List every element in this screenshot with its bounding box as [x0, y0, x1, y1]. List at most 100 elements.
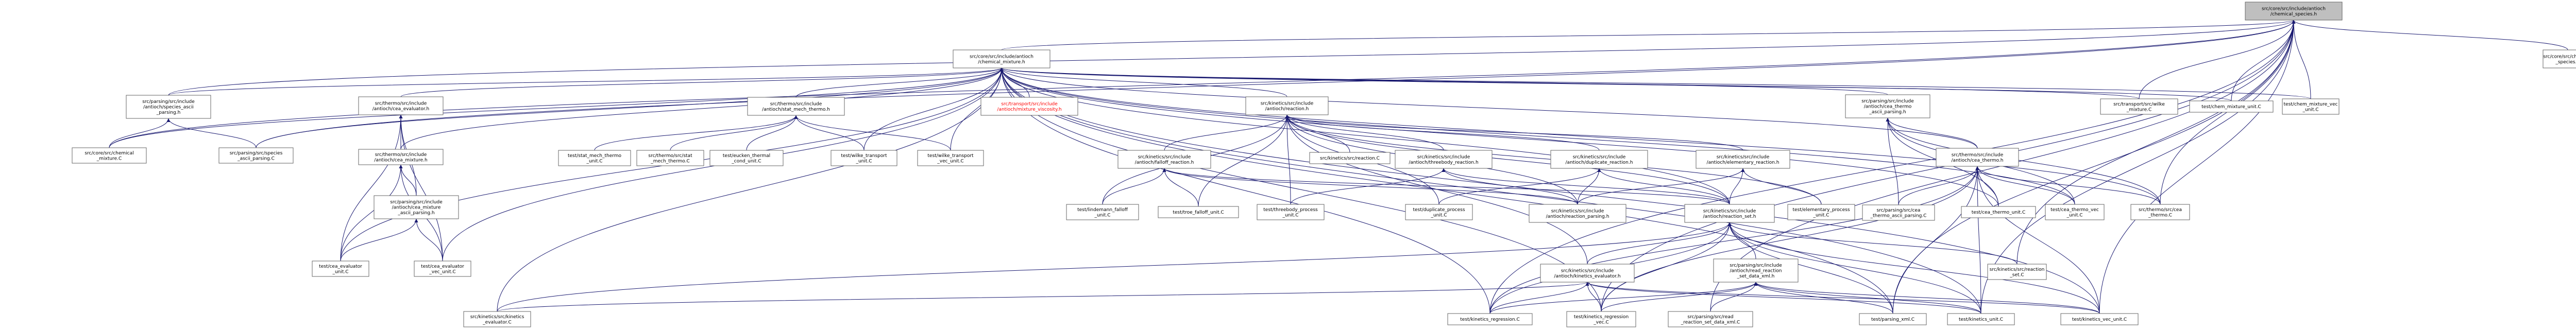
node-box[interactable]	[1859, 313, 1927, 325]
node-ker[interactable]: src/kinetics/src/include/antioch/element…	[1696, 150, 1790, 169]
node-prrx[interactable]: src/parsing/src/read_reaction_set_data_x…	[1668, 311, 1753, 327]
node-tctc[interactable]: src/thermo/src/cea_thermo.C	[2130, 204, 2190, 220]
node-twm[interactable]: src/transport/src/wilke_mixture.C	[2100, 98, 2178, 115]
node-box[interactable]	[1117, 150, 1211, 169]
node-twtv[interactable]: test/wilke_transport_vec_unit.C	[917, 150, 984, 166]
node-box[interactable]	[2189, 100, 2274, 113]
node-box[interactable]	[2100, 98, 2178, 115]
node-kr[interactable]: src/kinetics/src/include/antioch/reactio…	[1245, 96, 1329, 115]
node-box[interactable]	[1696, 150, 1790, 169]
node-box[interactable]	[1936, 148, 2019, 167]
node-tsmu[interactable]: test/stat_mech_thermo_unit.C	[558, 150, 631, 166]
node-tctv[interactable]: test/cea_thermo_vec_unit.C	[2045, 204, 2105, 220]
node-box[interactable]	[126, 95, 211, 119]
node-box[interactable]	[1987, 264, 2047, 280]
node-box[interactable]	[463, 311, 531, 327]
node-ktu[interactable]: test/troe_falloff_unit.C	[1158, 206, 1239, 218]
node-ke[interactable]: src/kinetics/src/include/antioch/kinetic…	[1540, 264, 1635, 283]
node-kske[interactable]: src/kinetics/src/kinetics_evaluator.C	[463, 311, 531, 327]
node-tcmu[interactable]: test/chem_mixture_unit.C	[2189, 100, 2274, 113]
node-box[interactable]	[1550, 150, 1648, 169]
node-box[interactable]	[1787, 204, 1855, 220]
node-tce[interactable]: src/thermo/src/include/antioch/cea_evalu…	[358, 96, 444, 115]
node-klu[interactable]: test/lindemann_falloff_unit.C	[1066, 204, 1139, 220]
node-box[interactable]	[1668, 311, 1753, 327]
node-cm[interactable]: src/core/src/include/antioch/chemical_mi…	[953, 49, 1050, 68]
node-ccs[interactable]: src/core/src/chemical_species.C	[2543, 49, 2576, 68]
node-tku[interactable]: test/kinetics_unit.C	[1947, 313, 2015, 325]
node-box[interactable]	[747, 97, 845, 116]
node-box[interactable]	[2130, 204, 2190, 220]
node-box[interactable]	[1405, 204, 1473, 220]
node-tkr[interactable]: test/kinetics_regression.C	[1447, 313, 1533, 325]
node-box[interactable]	[1309, 152, 1391, 164]
node-tkrv[interactable]: test/kinetics_regression_vec.C	[1566, 311, 1636, 327]
node-box[interactable]	[1947, 313, 2015, 325]
node-tthp[interactable]: test/threebody_process_unit.C	[1257, 204, 1325, 220]
node-box[interactable]	[1447, 313, 1533, 325]
node-tct[interactable]: src/thermo/src/include/antioch/cea_therm…	[1936, 148, 2019, 167]
node-krp[interactable]: src/kinetics/src/include/antioch/reactio…	[1529, 204, 1626, 223]
node-box[interactable]	[917, 150, 984, 166]
node-box[interactable]	[1845, 94, 1930, 118]
node-box[interactable]	[358, 149, 444, 165]
node-box[interactable]	[1566, 311, 1636, 327]
node-box[interactable]	[1158, 206, 1239, 218]
node-tcev[interactable]: test/cea_evaluator_vec_unit.C	[414, 260, 471, 277]
node-tep[interactable]: test/elementary_process_unit.C	[1787, 204, 1855, 220]
node-box[interactable]	[218, 147, 294, 164]
node-teu[interactable]: test/eucken_thermal_cond_unit.C	[709, 150, 784, 166]
node-tctu[interactable]: test/cea_thermo_unit.C	[1961, 206, 2036, 218]
node-ccm[interactable]: src/core/src/chemical_mixture.C	[72, 147, 147, 164]
node-box[interactable]	[636, 150, 704, 166]
node-box[interactable]	[2543, 49, 2576, 68]
node-box[interactable]	[1862, 204, 1935, 221]
node-pcea[interactable]: src/parsing/src/include/antioch/cea_ther…	[1845, 94, 1930, 118]
node-box[interactable]	[414, 260, 471, 277]
node-tkvu[interactable]: test/kinetics_vec_unit.C	[2060, 313, 2139, 325]
node-box[interactable]	[2060, 313, 2139, 325]
node-box[interactable]	[1713, 258, 1799, 283]
node-krs[interactable]: src/kinetics/src/include/antioch/reactio…	[1684, 204, 1775, 223]
node-box[interactable]	[980, 97, 1078, 116]
node-ksr[interactable]: src/kinetics/src/reaction.C	[1309, 152, 1391, 164]
node-tsm[interactable]: src/thermo/src/include/antioch/stat_mech…	[747, 97, 845, 116]
node-prrs[interactable]: src/parsing/src/include/antioch/read_rea…	[1713, 258, 1799, 283]
node-box[interactable]	[1395, 150, 1493, 169]
node-tcmap[interactable]: src/parsing/src/include/antioch/cea_mixt…	[374, 195, 459, 219]
node-tcsm[interactable]: src/thermo/src/stat_mech_thermo.C	[636, 150, 704, 166]
node-pasp[interactable]: src/parsing/src/include/antioch/species_…	[126, 95, 211, 119]
node-tdup[interactable]: test/duplicate_process_unit.C	[1405, 204, 1473, 220]
node-box[interactable]	[72, 147, 147, 164]
node-psasp[interactable]: src/parsing/src/species_ascii_parsing.C	[218, 147, 294, 164]
node-pcta[interactable]: src/parsing/src/cea_thermo_ascii_parsing…	[1862, 204, 1935, 221]
node-box[interactable]	[1540, 264, 1635, 283]
node-box[interactable]	[1961, 206, 2036, 218]
node-tpx[interactable]: test/parsing_xml.C	[1859, 313, 1927, 325]
node-box[interactable]	[374, 195, 459, 219]
node-twtu[interactable]: test/wilke_transport_unit.C	[831, 150, 897, 166]
node-tcm[interactable]: src/thermo/src/include/antioch/cea_mixtu…	[358, 149, 444, 165]
node-box[interactable]	[1684, 204, 1775, 223]
node-kfr[interactable]: src/kinetics/src/include/antioch/falloff…	[1117, 150, 1211, 169]
node-tmv[interactable]: src/transport/src/include/antioch/mixtur…	[980, 97, 1078, 116]
node-tcmv[interactable]: test/chem_mixture_vec_unit.C	[2282, 98, 2340, 115]
node-box[interactable]	[1529, 204, 1626, 223]
node-box[interactable]	[2045, 204, 2105, 220]
node-box[interactable]	[831, 150, 897, 166]
node-box[interactable]	[2282, 98, 2340, 115]
node-tceu[interactable]: test/cea_evaluator_unit.C	[312, 260, 369, 277]
node-box[interactable]	[1245, 96, 1329, 115]
node-box[interactable]	[312, 260, 369, 277]
node-root[interactable]: src/core/src/include/antioch/chemical_sp…	[2245, 2, 2343, 21]
node-box[interactable]	[358, 96, 444, 115]
node-box[interactable]	[558, 150, 631, 166]
node-box[interactable]	[709, 150, 784, 166]
node-box[interactable]	[1066, 204, 1139, 220]
node-ktbr[interactable]: src/kinetics/src/include/antioch/threebo…	[1395, 150, 1493, 169]
node-kdr[interactable]: src/kinetics/src/include/antioch/duplica…	[1550, 150, 1648, 169]
node-box[interactable]	[1257, 204, 1325, 220]
node-box[interactable]	[2245, 2, 2343, 21]
node-ksrs[interactable]: src/kinetics/src/reaction_set.C	[1987, 264, 2047, 280]
node-box[interactable]	[953, 49, 1050, 68]
